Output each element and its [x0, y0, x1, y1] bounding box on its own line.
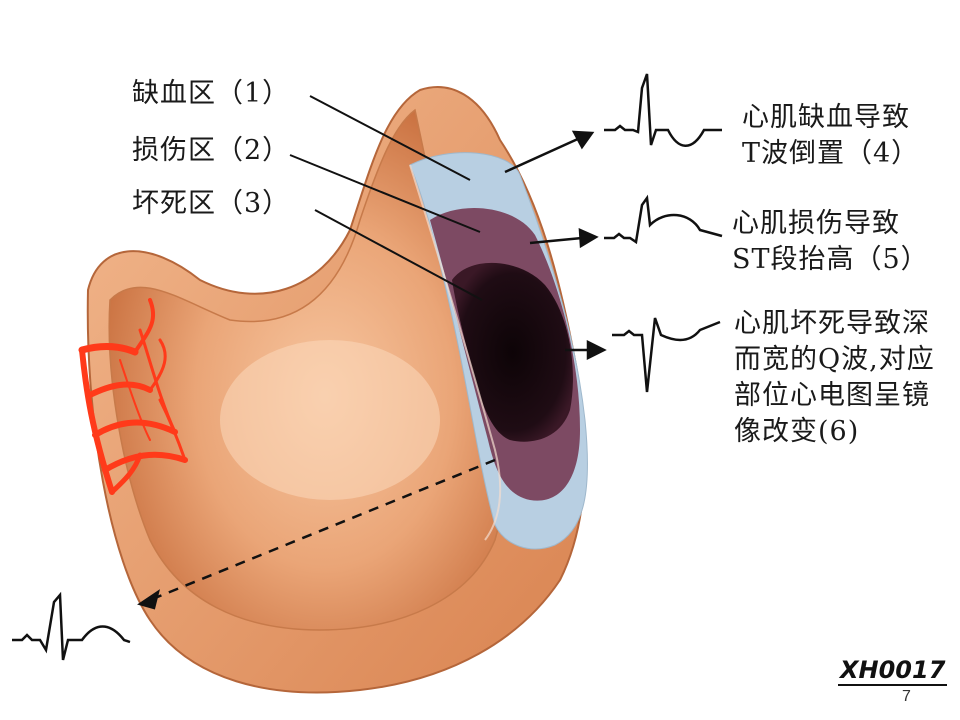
ecg-mirror-change	[12, 591, 131, 661]
ischemia-description-line: T波倒置（4）	[742, 138, 920, 169]
ischemia-description: 心肌缺血导致 T波倒置（4）	[742, 100, 942, 172]
ecg-t-inversion	[604, 73, 722, 147]
ecg-pathological-q	[612, 317, 721, 393]
leader-necrosis	[314, 209, 483, 301]
zone-arrows	[137, 130, 607, 610]
necrosis-description: 心肌坏死导致深 而宽的Q波,对应 部位心电图呈镜 像改变(6)	[734, 306, 960, 450]
necrosis-description-line: 像改变(6)	[734, 416, 860, 447]
injury-zone-label: 损伤区（2）	[132, 135, 291, 166]
ischemia-zone-label: 缺血区（1）	[132, 78, 291, 109]
leader-ischemia	[309, 95, 471, 181]
necrosis-description-line: 而宽的Q波,对应	[734, 344, 935, 375]
page-number: 7	[902, 688, 911, 705]
necrosis-zone-label: 坏死区（3）	[132, 188, 291, 219]
ischemia-description-line: 心肌缺血导致	[742, 102, 910, 133]
wall-cut-edge	[409, 164, 502, 541]
injury-description-line: 心肌损伤导致	[732, 208, 900, 239]
leader-lines	[289, 95, 483, 301]
figure-code: XH0017	[838, 656, 948, 686]
necrosis-description-line: 心肌坏死导致深	[734, 308, 930, 339]
coronary-vessels	[78, 298, 188, 495]
necrosis-description-line: 部位心电图呈镜	[734, 380, 930, 411]
surface-highlight	[220, 340, 440, 500]
leader-injury	[289, 154, 481, 233]
ecg-st-elevation	[604, 194, 723, 245]
necrosis-zone	[452, 262, 573, 442]
injury-description-line: ST段抬高（5）	[732, 244, 929, 275]
injury-description: 心肌损伤导致 ST段抬高（5）	[732, 206, 942, 278]
